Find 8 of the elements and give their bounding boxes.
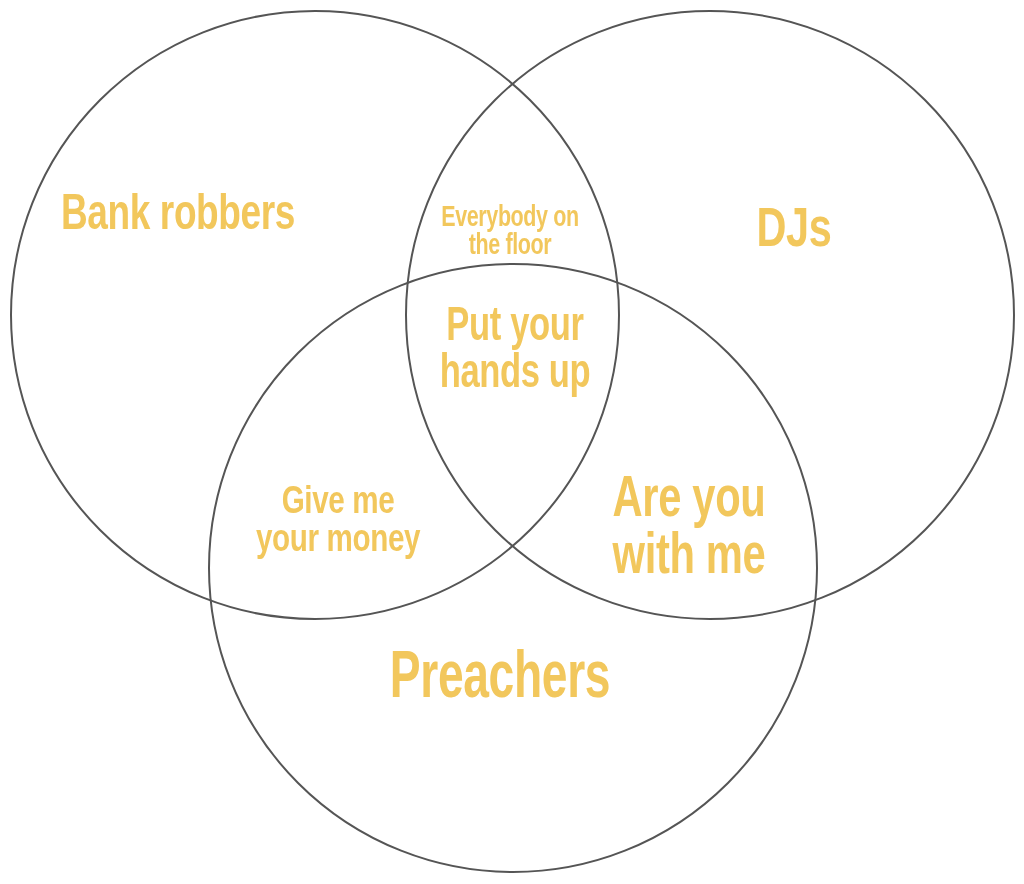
set-label: Bank robbers bbox=[60, 187, 296, 237]
set-label: DJs bbox=[756, 199, 832, 255]
venn-circle bbox=[208, 263, 818, 873]
overlap-label: Are you with me bbox=[612, 468, 766, 582]
overlap-label: Everybody on the floor bbox=[441, 201, 579, 259]
overlap-label: Give me your money bbox=[255, 480, 421, 558]
set-label: Preachers bbox=[389, 641, 611, 707]
overlap-label: Put your hands up bbox=[439, 299, 591, 395]
